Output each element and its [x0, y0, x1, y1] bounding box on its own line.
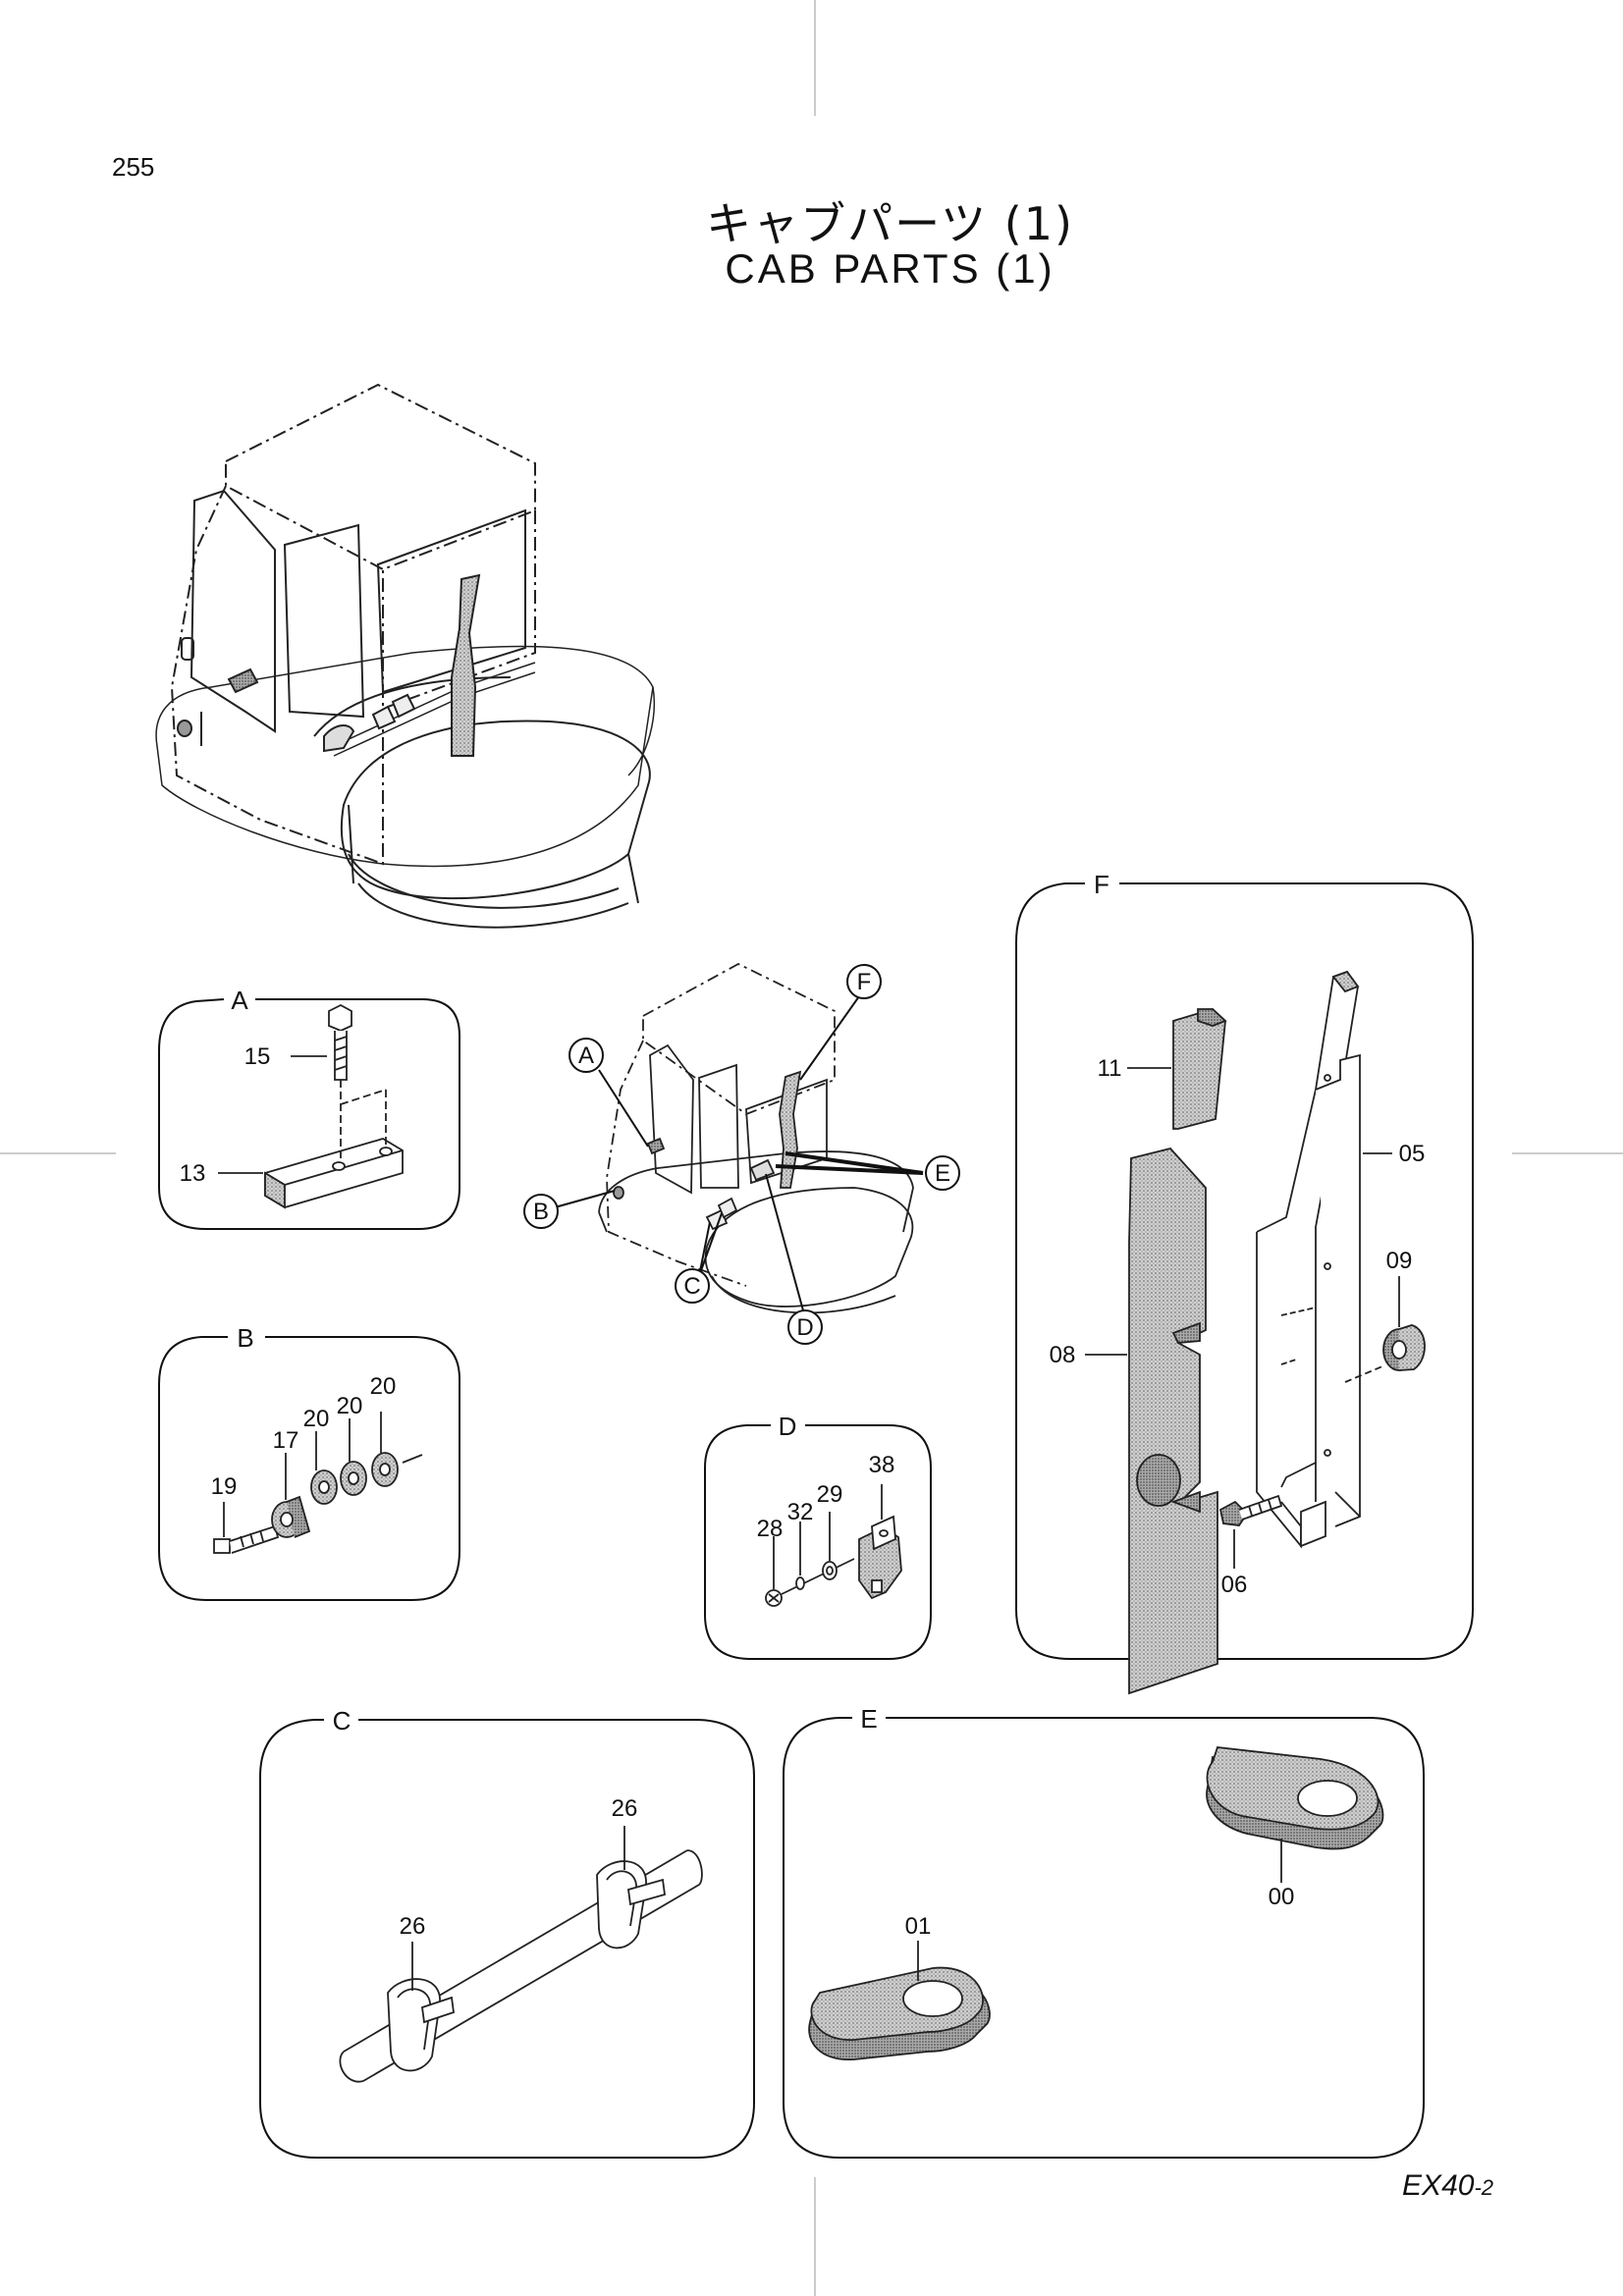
svg-text:C: C: [683, 1273, 700, 1300]
callout-d: D: [787, 1309, 823, 1345]
callout-b: B: [523, 1194, 559, 1229]
locator-cab-illustration: [598, 962, 914, 1314]
section-f-title: F: [1094, 870, 1109, 899]
label-part-09: 09: [1386, 1248, 1413, 1274]
model-code-main: EX40: [1402, 2169, 1475, 2202]
label-part-15: 15: [244, 1043, 271, 1070]
section-b-parts: [213, 1412, 423, 1554]
page-number: 255: [112, 152, 155, 182]
section-f-frame: F: [1015, 870, 1474, 1660]
section-a-title: A: [231, 986, 248, 1015]
label-part-32: 32: [787, 1499, 814, 1525]
section-a-frame: A: [158, 986, 460, 1230]
callout-e: E: [925, 1155, 960, 1191]
section-e-frame: E: [783, 1704, 1425, 2159]
svg-text:F: F: [857, 969, 872, 995]
label-part-05: 05: [1399, 1141, 1426, 1167]
label-part-26-2: 26: [612, 1795, 638, 1822]
label-part-19: 19: [211, 1473, 238, 1500]
svg-text:A: A: [578, 1042, 594, 1069]
svg-text:D: D: [796, 1314, 813, 1341]
callout-f: F: [846, 964, 882, 999]
label-part-13: 13: [180, 1160, 206, 1187]
label-part-08: 08: [1050, 1342, 1076, 1368]
title-japanese: キャブパーツ (1): [706, 197, 1074, 250]
section-c-title: C: [333, 1706, 352, 1735]
label-part-26-1: 26: [400, 1913, 426, 1940]
section-d-title: D: [779, 1412, 797, 1441]
model-code-suffix: -2: [1474, 2175, 1493, 2200]
label-part-11: 11: [1098, 1055, 1122, 1082]
section-c-frame: C: [259, 1706, 755, 2159]
label-part-28: 28: [757, 1516, 784, 1542]
section-c-parts: [339, 1826, 703, 2083]
label-part-20-1: 20: [303, 1406, 330, 1432]
svg-text:B: B: [533, 1199, 549, 1225]
label-part-06: 06: [1221, 1572, 1248, 1598]
label-part-20-2: 20: [337, 1393, 363, 1419]
section-e-title: E: [860, 1704, 877, 1734]
section-e-parts: [808, 1746, 1384, 2060]
label-part-00: 00: [1269, 1884, 1295, 1910]
label-part-17: 17: [273, 1427, 299, 1454]
label-part-01: 01: [905, 1913, 932, 1940]
section-b-title: B: [237, 1323, 253, 1353]
callout-a: A: [568, 1038, 604, 1073]
svg-text:E: E: [935, 1160, 950, 1187]
label-part-20-3: 20: [370, 1373, 397, 1400]
section-f-parts: [1085, 970, 1426, 1695]
locator-callouts: [554, 995, 924, 1311]
callout-c: C: [675, 1268, 710, 1304]
section-d-parts: [765, 1484, 902, 1607]
section-a-parts: [218, 1003, 404, 1209]
section-b-frame: B: [158, 1323, 460, 1601]
section-d-frame: D: [704, 1412, 932, 1660]
label-part-29: 29: [817, 1481, 843, 1508]
title-english: CAB PARTS (1): [725, 245, 1055, 292]
cab-overview-illustration: [155, 383, 655, 929]
model-code: EX40-2: [1402, 2169, 1493, 2203]
label-part-38: 38: [869, 1452, 895, 1478]
